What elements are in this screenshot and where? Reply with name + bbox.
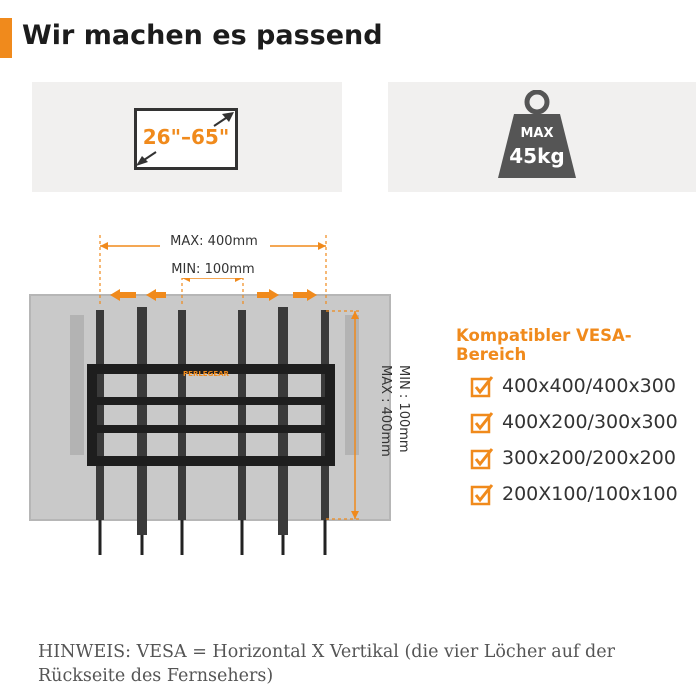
weight-badge: MAX 45kg xyxy=(388,82,696,192)
weight-max-label: MAX xyxy=(520,126,554,141)
min-vertical-label: MIN : 100mm xyxy=(396,365,411,453)
vesa-range-title: Kompatibler VESA-Bereich xyxy=(456,326,632,364)
note-line-1: HINWEIS: VESA = Horizontal X Vertikal (d… xyxy=(38,642,615,662)
checkbox-checked-icon xyxy=(470,376,494,398)
tv-size-diagonal-icon: 26"–65" xyxy=(134,108,238,170)
wall-plate xyxy=(87,364,335,466)
vesa-note: HINWEIS: VESA = Horizontal X Vertikal (d… xyxy=(38,640,698,688)
diagonal-arrows-icon xyxy=(136,112,234,166)
tv-size-badge: 26"–65" xyxy=(32,82,342,192)
checkbox-checked-icon xyxy=(470,412,494,434)
checkbox-checked-icon xyxy=(470,484,494,506)
weight-icon xyxy=(498,90,576,178)
header: Wir machen es passend xyxy=(0,14,700,62)
max-horizontal-label: MAX: 400mm xyxy=(170,234,258,249)
vesa-diagram: PERLEGEAR MAX: 400mm MIN: 100mm MAX : 40… xyxy=(29,232,411,555)
tv-size-label: 26"–65" xyxy=(142,125,230,149)
vesa-item-label: 200X100/100x100 xyxy=(502,483,678,505)
checkbox-checked-icon xyxy=(470,448,494,470)
vesa-item-label: 400X200/300x300 xyxy=(502,411,678,433)
min-horizontal-label: MIN: 100mm xyxy=(171,262,254,277)
accent-bar xyxy=(0,18,12,58)
adjust-arrows xyxy=(110,289,317,301)
vesa-item-label: 400x400/400x300 xyxy=(502,375,676,397)
note-line-2: Rückseite des Fernsehers) xyxy=(38,666,274,686)
max-vertical-label: MAX : 400mm xyxy=(378,365,393,457)
page-title: Wir machen es passend xyxy=(22,20,383,51)
weight-value: 45kg xyxy=(509,144,565,168)
vesa-item-label: 300x200/200x200 xyxy=(502,447,676,469)
brand-label: PERLEGEAR xyxy=(183,370,229,378)
